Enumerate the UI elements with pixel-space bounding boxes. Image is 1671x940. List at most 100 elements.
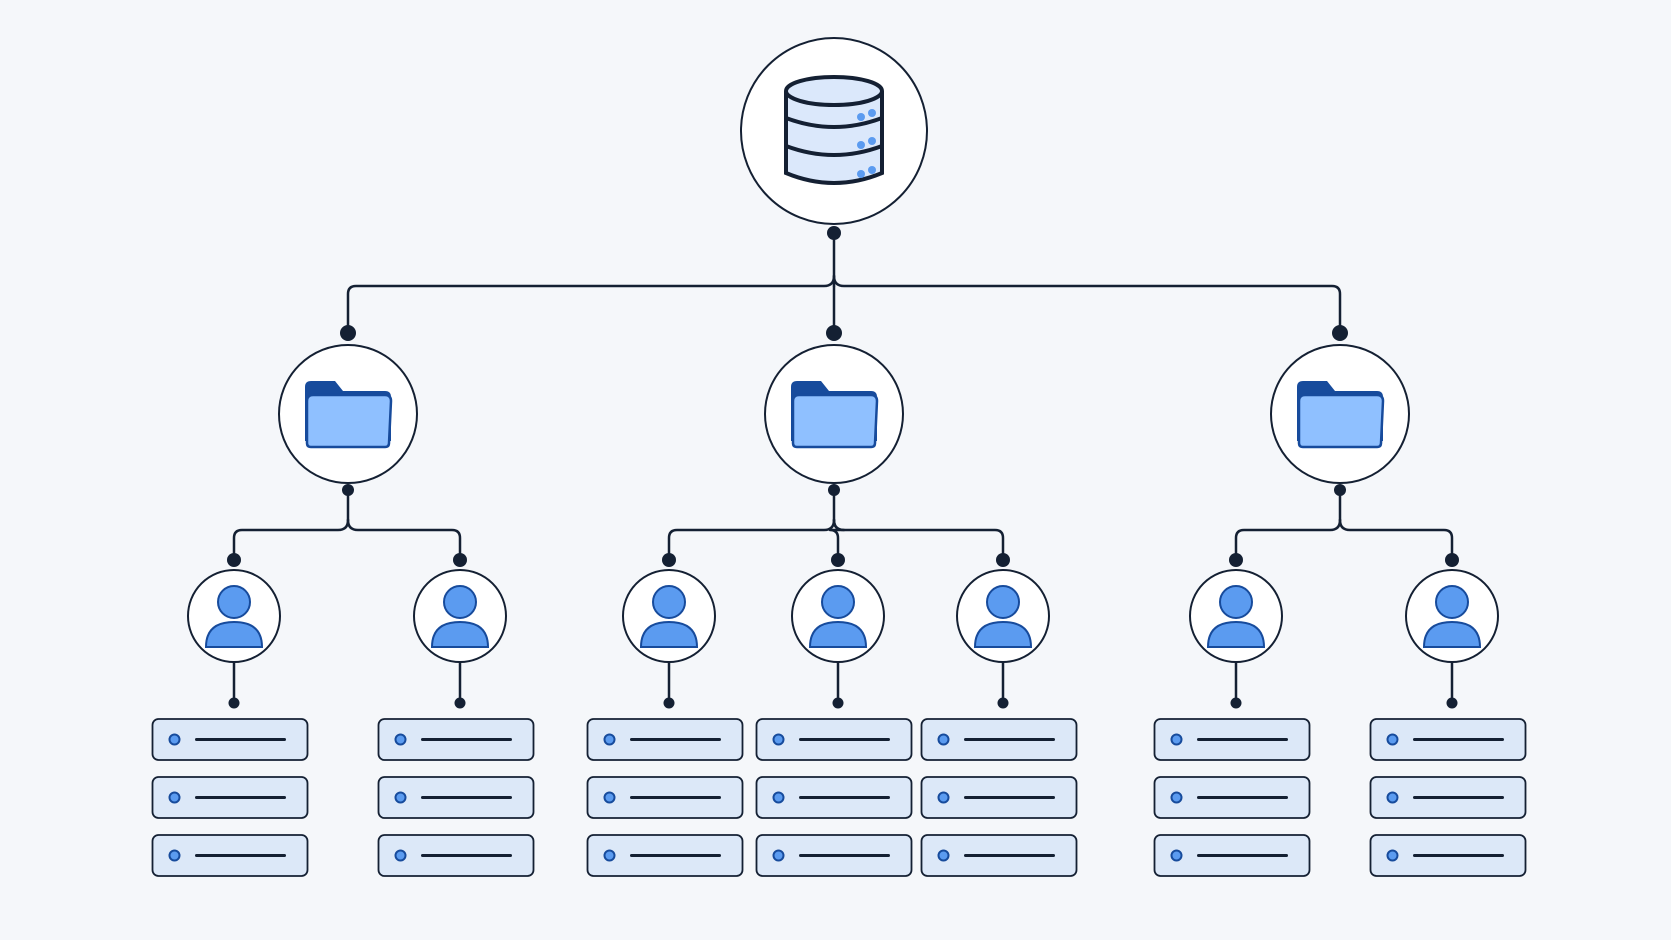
diagram-nodes [151,37,1527,877]
record-row [755,776,913,819]
junction-dot [662,553,676,567]
user-body [973,620,1033,648]
user-node [1405,569,1499,663]
user-head [821,585,855,619]
record-row [1153,776,1311,819]
database-icon [784,75,884,185]
record-bullet [937,733,950,746]
folder-icon [1297,381,1385,449]
record-row [377,718,535,761]
folder-icon [305,381,393,449]
junction-dot [996,553,1010,567]
junction-dot [1445,553,1459,567]
user-icon [808,585,868,648]
record-bullet [772,849,785,862]
junction-dot [1446,697,1458,709]
user-head [1435,585,1469,619]
folder-front [305,393,393,449]
junction-dot [832,697,844,709]
user-body [808,620,868,648]
record-bullet [394,849,407,862]
record-row [586,834,744,877]
junction-dot [831,553,845,567]
database-body [784,91,884,185]
record-bullet [1386,849,1399,862]
junction-dot [454,697,466,709]
record-bullet [1170,791,1183,804]
record-row [151,776,309,819]
database-light [857,141,865,149]
junction-dot [997,697,1009,709]
record-row [151,834,309,877]
record-bullet [603,733,616,746]
junction-dot [663,697,675,709]
record-row [1369,776,1527,819]
record-row [377,776,535,819]
connector-line [1234,518,1342,562]
record-row [1153,834,1311,877]
record-bullet [168,849,181,862]
user-icon [639,585,699,648]
folder-node [764,344,904,484]
folder-node [278,344,418,484]
user-head [217,585,251,619]
connector-line [832,518,1005,562]
folder-front [791,393,879,449]
user-icon [204,585,264,648]
user-body [639,620,699,648]
record-bullet [937,849,950,862]
user-node [413,569,507,663]
junction-dot [453,553,467,567]
record-row [920,834,1078,877]
connector-line [346,518,462,562]
record-bullet [937,791,950,804]
database-ring [785,144,883,157]
user-node [791,569,885,663]
record-row [755,718,913,761]
database-light [868,137,876,145]
connector-line [832,274,1342,335]
database-light [868,109,876,117]
record-bullet [772,791,785,804]
junction-dot [227,553,241,567]
record-bullet [603,849,616,862]
record-bullet [1170,849,1183,862]
user-icon [430,585,490,648]
database-light [857,170,865,178]
user-node [187,569,281,663]
folder-front [1297,393,1385,449]
record-bullet [394,791,407,804]
user-body [1206,620,1266,648]
record-row [1369,718,1527,761]
connector-lines [227,226,1459,709]
record-bullet [1386,733,1399,746]
record-bullet [168,791,181,804]
record-bullet [394,733,407,746]
record-bullet [1386,791,1399,804]
database-top [784,75,884,107]
record-row [1369,834,1527,877]
record-row [377,834,535,877]
record-row [151,718,309,761]
root-node [740,37,928,225]
user-icon [1422,585,1482,648]
record-row [920,776,1078,819]
user-body [204,620,264,648]
junction-dot [340,325,356,341]
user-head [443,585,477,619]
database-ring [785,116,883,129]
folder-icon [791,381,879,449]
user-node [1189,569,1283,663]
record-row [1153,718,1311,761]
user-node [956,569,1050,663]
user-head [1219,585,1253,619]
record-bullet [1170,733,1183,746]
user-head [986,585,1020,619]
connector-line [346,274,836,335]
record-bullet [603,791,616,804]
connector-line [667,518,836,562]
record-row [755,834,913,877]
junction-dot [228,697,240,709]
folder-node [1270,344,1410,484]
connector-line [232,518,350,562]
